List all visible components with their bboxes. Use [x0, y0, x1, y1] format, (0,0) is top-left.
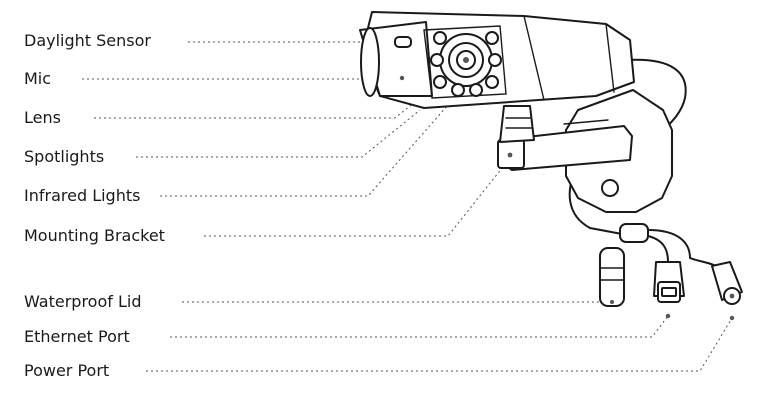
label-infrared-lights: Infrared Lights	[24, 186, 140, 205]
label-power-port: Power Port	[24, 361, 109, 380]
waterproof-lid-graphic	[599, 247, 625, 307]
infrared-light-icon	[430, 53, 444, 67]
leader-mounting-bracket	[204, 157, 511, 237]
infrared-light-icon	[451, 83, 465, 97]
mic-hole-icon	[399, 75, 405, 81]
bracket-neck	[499, 105, 535, 143]
leader-dot-ethernet	[665, 313, 671, 319]
lens-cluster	[430, 31, 502, 97]
label-mounting-bracket: Mounting Bracket	[24, 226, 165, 245]
infrared-light-icon	[488, 53, 502, 67]
leader-ethernet-port	[170, 315, 669, 338]
leader-lines	[82, 41, 735, 372]
label-waterproof-lid: Waterproof Lid	[24, 292, 142, 311]
label-ethernet-port: Ethernet Port	[24, 327, 130, 346]
spotlight-icon	[485, 31, 499, 45]
cable-splitter	[619, 223, 649, 243]
leader-spotlights	[136, 109, 421, 158]
infrared-light-icon	[469, 83, 483, 97]
daylight-sensor-icon	[394, 36, 412, 48]
label-spotlights: Spotlights	[24, 147, 104, 166]
label-lens: Lens	[24, 108, 61, 127]
infrared-light-icon	[433, 75, 447, 89]
wall-plate-screw	[601, 179, 619, 197]
leader-power-port	[146, 317, 733, 372]
infrared-light-icon	[485, 75, 499, 89]
mounting-bracket-graphic	[497, 89, 673, 213]
spotlight-icon	[433, 31, 447, 45]
leader-dot-power	[729, 315, 735, 321]
label-mic: Mic	[24, 69, 51, 88]
cable-connectors	[599, 223, 743, 307]
front-rim	[360, 27, 380, 97]
leader-infrared-lights	[160, 104, 449, 197]
leader-lens	[94, 59, 469, 119]
label-daylight-sensor: Daylight Sensor	[24, 31, 151, 50]
